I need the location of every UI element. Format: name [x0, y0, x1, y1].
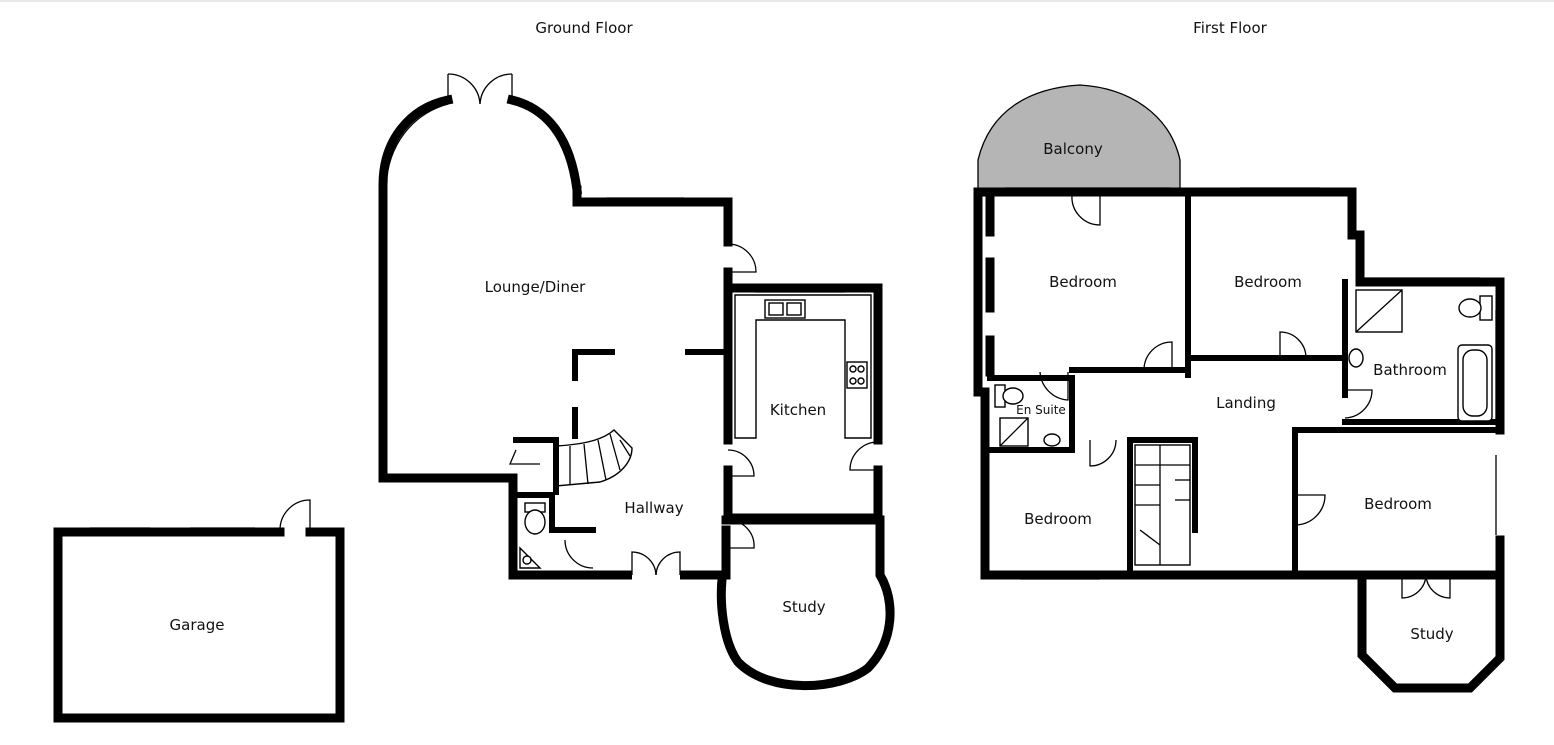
label-garage: Garage — [170, 616, 225, 634]
toilet — [524, 502, 546, 535]
wc-basin — [519, 546, 542, 569]
first-study-door[interactable] — [1401, 574, 1451, 599]
label-bedroom-1: Bedroom — [1049, 273, 1117, 291]
en-suite-fixtures — [994, 384, 1061, 447]
first-floor-stairs — [1134, 444, 1191, 566]
kitchen-hob — [846, 361, 868, 389]
lounge-french-door[interactable] — [447, 73, 513, 105]
label-bedroom-2: Bedroom — [1234, 273, 1302, 291]
kitchen-counter — [734, 294, 872, 439]
ground-study-wall — [716, 515, 895, 691]
garage-door[interactable] — [279, 499, 311, 532]
label-balcony: Balcony — [1043, 140, 1103, 158]
garage-wall — [53, 527, 345, 723]
lounge-side-door[interactable] — [727, 243, 757, 273]
balcony-area — [977, 84, 1181, 191]
ground-floor-plan — [53, 73, 895, 723]
label-kitchen: Kitchen — [770, 401, 826, 419]
label-bedroom-4: Bedroom — [1364, 495, 1432, 513]
label-bedroom-3: Bedroom — [1024, 510, 1092, 528]
first-floor-plan — [973, 84, 1505, 693]
front-door[interactable] — [631, 551, 681, 581]
ground-floor-title: Ground Floor — [535, 19, 633, 37]
kitchen-door[interactable] — [727, 449, 755, 477]
first-study-wall — [1357, 570, 1505, 693]
label-en-suite: En Suite — [1016, 403, 1066, 417]
kitchen-back-door[interactable] — [849, 441, 879, 471]
kitchen-sink — [764, 299, 806, 319]
first-floor-title: First Floor — [1193, 19, 1267, 37]
ground-stairs — [555, 429, 633, 487]
lounge-wall — [572, 185, 733, 247]
label-lounge-diner: Lounge/Diner — [485, 278, 587, 296]
bathroom-fixtures — [1348, 289, 1493, 422]
label-first-study: Study — [1410, 625, 1453, 643]
label-landing: Landing — [1216, 394, 1276, 412]
label-ground-study: Study — [782, 598, 825, 616]
label-bathroom: Bathroom — [1373, 361, 1447, 379]
label-hallway: Hallway — [624, 499, 683, 517]
lounge-arch-wall — [378, 94, 583, 483]
